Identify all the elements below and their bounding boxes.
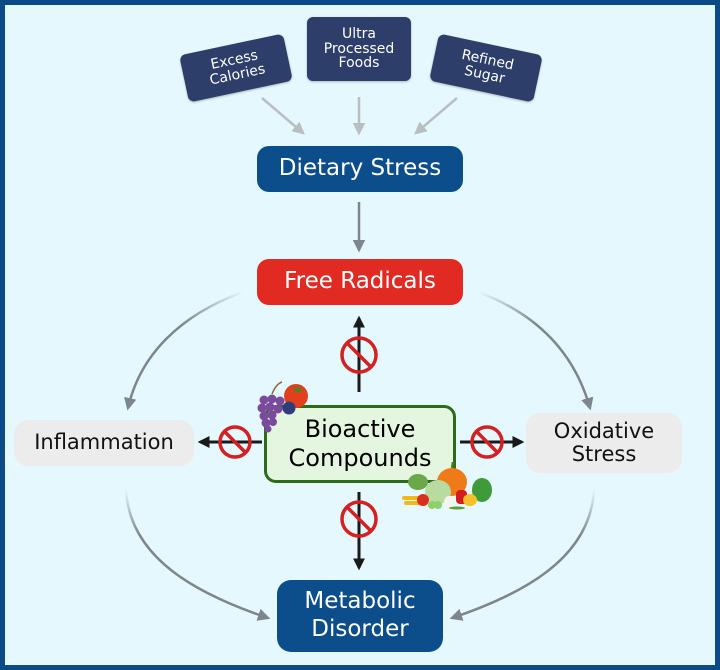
prohibition-sign-icon <box>218 425 252 459</box>
node-oxidative-stress: Oxidative Stress <box>526 413 682 473</box>
node-metabolic-disorder: Metabolic Disorder <box>277 580 443 652</box>
node-dietary-stress: Dietary Stress <box>257 146 463 192</box>
vegetables-pumpkin-icon <box>402 462 492 510</box>
edge-free-radicals-to-inflammation <box>124 290 244 411</box>
prohibition-sign-icon <box>470 425 504 459</box>
cause-ultra-processed-foods: Ultra Processed Foods <box>307 17 411 81</box>
edge-excess-calories <box>261 97 305 135</box>
node-bioactive-compounds: Bioactive Compounds <box>264 405 456 483</box>
edge-refined-sugar <box>414 97 458 135</box>
node-inflammation: Inflammation <box>14 420 194 466</box>
edge-oxidative-to-metabolic <box>449 489 596 621</box>
node-free-radicals: Free Radicals <box>257 259 463 305</box>
edge-inflammation-to-metabolic <box>124 489 271 621</box>
prohibition-sign-icon <box>340 336 378 374</box>
prohibition-sign-icon <box>340 500 378 538</box>
grapes-tomato-blueberry-icon <box>257 381 308 433</box>
edge-free-radicals-to-oxidative <box>477 290 594 411</box>
